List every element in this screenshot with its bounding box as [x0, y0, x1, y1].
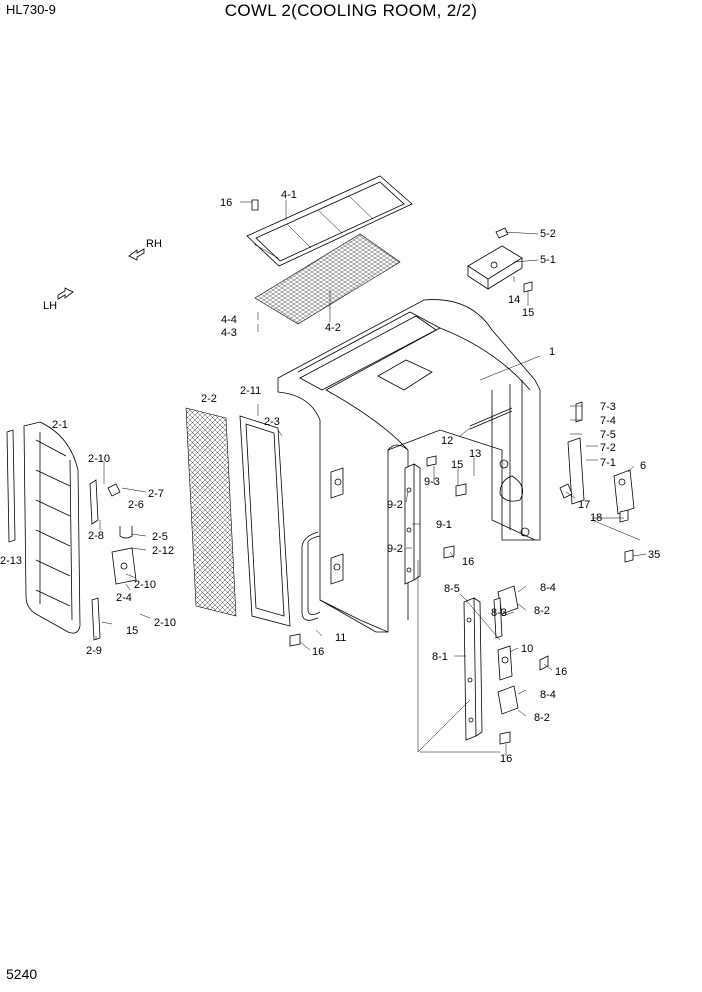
- callout-label: 7-5: [600, 429, 616, 441]
- callout-label: 9-2: [387, 543, 403, 555]
- callout-label: 2-11: [240, 385, 261, 397]
- callout-label: 5-1: [540, 254, 556, 266]
- callout-label: 8-4: [540, 689, 556, 701]
- callout-label: 4-1: [281, 189, 297, 201]
- hinge-assembly-7: [559, 401, 635, 523]
- page-number: 5240: [6, 966, 38, 982]
- model-number: HL730-9: [6, 2, 56, 17]
- callout-labels: 16 4-1 5-2 5-1 14 15 4-2 4-4 4-3 1 7-3 7…: [0, 189, 660, 765]
- callout-label: 14: [508, 294, 520, 306]
- callout-label: 8-3: [491, 607, 507, 619]
- callout-label: 8-5: [444, 583, 460, 595]
- callout-label: 7-1: [600, 457, 616, 469]
- callout-label: 15: [451, 459, 463, 471]
- callout-label: 4-4: [221, 314, 237, 326]
- callout-label: 9-3: [424, 476, 440, 488]
- leader-lines: [95, 200, 647, 756]
- callout-label: 10: [521, 643, 533, 655]
- callout-label: 16: [220, 197, 232, 209]
- callout-label: 16: [462, 556, 474, 568]
- bracket-9-1: [404, 463, 421, 585]
- callout-label: 5-2: [540, 228, 556, 240]
- grab-handle-11: [301, 531, 321, 621]
- seal-strip-2-13: [6, 429, 16, 543]
- support-rod-12: [469, 407, 513, 430]
- direction-label-rh: RH: [146, 238, 162, 250]
- callout-label: 8-4: [540, 582, 556, 594]
- callout-label: 2-10: [88, 453, 110, 465]
- callout-label: 7-4: [600, 415, 616, 427]
- bolts: [251, 199, 634, 745]
- callout-label: 4-3: [221, 327, 237, 339]
- callout-label: 13: [469, 448, 481, 460]
- callout-label: 2-9: [86, 645, 102, 657]
- hinge-parts-left: [89, 479, 137, 641]
- side-mesh-screen: [185, 407, 237, 617]
- callout-label: 7-2: [600, 442, 616, 454]
- callout-label: 2-10: [154, 617, 176, 629]
- callout-label: 2-7: [148, 488, 164, 500]
- direction-label-lh: LH: [43, 300, 57, 312]
- bracket-5-1: [467, 227, 523, 290]
- callout-label: 4-2: [325, 322, 341, 334]
- callout-label: 16: [555, 666, 567, 678]
- callout-label: 2-10: [134, 579, 156, 591]
- top-mesh-screen: [254, 233, 401, 325]
- callout-label: 1: [549, 346, 555, 358]
- callout-label: 8-2: [534, 712, 550, 724]
- side-door-2-1: [23, 421, 81, 634]
- bracket-8-1: [463, 597, 483, 741]
- callout-label: 6: [640, 460, 646, 472]
- callout-label: 12: [441, 435, 453, 447]
- callout-label: 2-5: [152, 531, 168, 543]
- callout-label: 2-2: [201, 393, 217, 405]
- callout-label: 15: [126, 625, 138, 637]
- rh-arrow-icon: [128, 248, 145, 261]
- page-title: COWL 2(COOLING ROOM, 2/2): [224, 1, 478, 20]
- callout-label: 2-13: [0, 555, 22, 567]
- top-cover-frame: [246, 175, 413, 267]
- callout-label: 2-1: [52, 419, 68, 431]
- callout-label: 8-2: [534, 605, 550, 617]
- callout-label: 17: [578, 499, 590, 511]
- callout-label: 2-8: [88, 530, 104, 542]
- callout-label: 8-1: [432, 651, 448, 663]
- callout-label: 15: [522, 307, 534, 319]
- callout-label: 2-3: [264, 416, 280, 428]
- lh-arrow-icon: [57, 287, 74, 300]
- callout-label: 18: [590, 512, 602, 524]
- callout-label: 7-3: [600, 401, 616, 413]
- callout-label: 35: [648, 549, 660, 561]
- callout-label: 11: [335, 632, 346, 644]
- side-seal-frame: [239, 415, 291, 627]
- callout-label: 16: [500, 753, 512, 765]
- callout-label: 16: [312, 646, 324, 658]
- callout-label: 9-1: [436, 519, 452, 531]
- callout-label: 2-6: [128, 499, 144, 511]
- callout-label: 2-12: [152, 545, 174, 557]
- hinge-block-8-2: [497, 585, 519, 715]
- callout-label: 2-4: [116, 592, 132, 604]
- callout-label: 9-2: [387, 499, 403, 511]
